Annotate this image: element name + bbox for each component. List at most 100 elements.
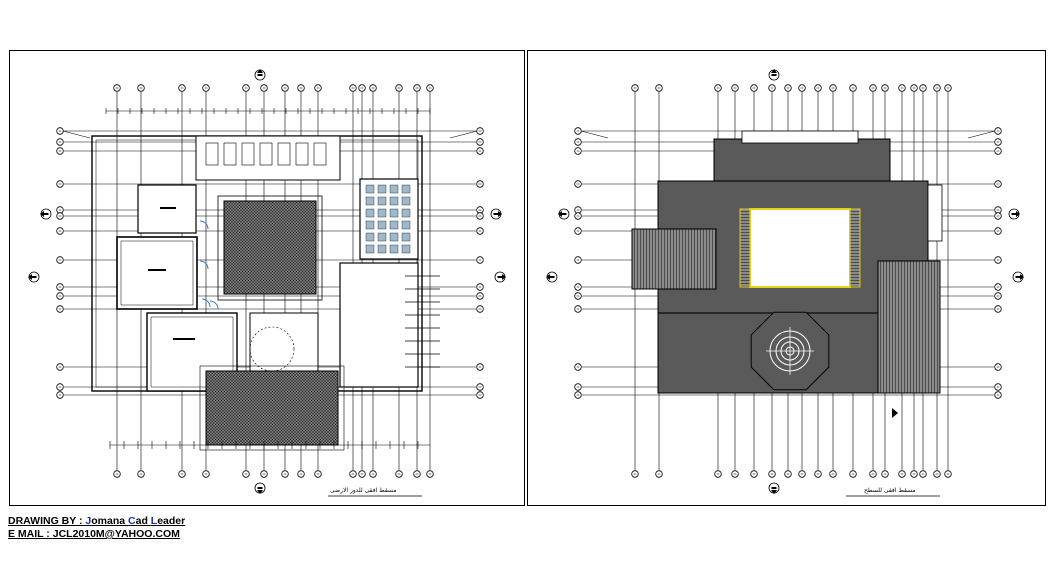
roof-north (713, 138, 891, 188)
fixture (389, 196, 399, 206)
fixture (365, 244, 375, 254)
author-initial-j: J (85, 515, 92, 527)
email-address[interactable]: JCL2010M@YAHOO.COM (52, 528, 180, 540)
ground-floor-plan-sheet: مسقط افقى للدور الارضى (9, 50, 525, 506)
hall-south (249, 312, 319, 374)
fixture (389, 220, 399, 230)
wc-stall (277, 142, 291, 166)
courtyard-opening (749, 208, 851, 288)
fixture (401, 244, 411, 254)
room-tag (173, 338, 195, 340)
fixture (389, 184, 399, 194)
fixture (377, 220, 387, 230)
section-marker-bar (493, 213, 499, 215)
fixture (377, 196, 387, 206)
north-wing (195, 135, 341, 181)
section-marker-bar (257, 74, 263, 76)
author-initial-c: C (128, 515, 136, 527)
fixture (401, 196, 411, 206)
north-arrow-icon (558, 211, 562, 217)
section-marker-bar (561, 213, 567, 215)
north-arrow-icon (771, 490, 777, 494)
north-arrow-icon (257, 69, 263, 73)
room-east (339, 262, 419, 388)
wc-stall (295, 142, 309, 166)
roof-drain-marker (892, 408, 898, 418)
section-marker-bar (1015, 276, 1021, 278)
fixture (401, 184, 411, 194)
roof-west-canopy (631, 228, 717, 290)
door-swing (199, 220, 209, 230)
roof-parapet-north (741, 130, 859, 144)
courtyard-edge-west (739, 208, 751, 288)
roof-plan-caption: مسقط افقى للسطح (864, 487, 916, 494)
email-line: E MAIL : JCL2010M@YAHOO.COM (8, 528, 185, 541)
section-marker-bar (1011, 213, 1017, 215)
courtyard-border (217, 195, 323, 301)
north-arrow-icon (1016, 211, 1020, 217)
south-porch (205, 370, 339, 446)
fixture (365, 208, 375, 218)
door-swing (199, 260, 209, 270)
room-west (116, 236, 198, 310)
fixture (365, 232, 375, 242)
fixture (389, 244, 399, 254)
fixture (377, 244, 387, 254)
fixture (377, 208, 387, 218)
grid-leader-line (967, 130, 996, 139)
fixture (389, 232, 399, 242)
drawing-by-label: DRAWING BY : (8, 515, 83, 527)
grid-leader-line (62, 130, 91, 139)
north-arrow-icon (28, 274, 32, 280)
roof-east-gap (927, 184, 943, 242)
room-sw-inner (150, 316, 234, 388)
north-arrow-icon (546, 274, 550, 280)
north-arrow-icon (771, 69, 777, 73)
north-arrow-icon (40, 211, 44, 217)
roof-plan-drawing (546, 69, 1024, 497)
section-marker-bar (549, 276, 555, 278)
hall-dome-outline (249, 326, 295, 372)
fixture (401, 220, 411, 230)
fixture (389, 208, 399, 218)
author-part-2: ad (135, 515, 151, 527)
central-courtyard (223, 200, 317, 295)
courtyard-edge-east (849, 208, 861, 288)
author-initial-l: L (150, 515, 158, 527)
roof-east-canopy (877, 260, 941, 394)
drawing-by-line: DRAWING BY : Jomana Cad Leader (8, 515, 185, 528)
room-tag (160, 207, 176, 209)
drawing-credits: DRAWING BY : Jomana Cad Leader E MAIL : … (8, 515, 185, 541)
email-label: E MAIL : (8, 528, 50, 540)
wc-stall (223, 142, 237, 166)
ground-floor-plan-drawing (28, 69, 506, 497)
section-marker-bar (257, 487, 263, 489)
grid-leader-line (580, 130, 609, 139)
section-marker-bar (43, 213, 49, 215)
north-arrow-icon (1020, 274, 1024, 280)
north-arrow-icon (257, 490, 263, 494)
wc-stall (205, 142, 219, 166)
wc-stall (313, 142, 327, 166)
author-part-1: omana (91, 515, 129, 527)
fixture (365, 196, 375, 206)
wc-stall (259, 142, 273, 166)
ground-floor-plan-caption: مسقط افقى للدور الارضى (330, 487, 397, 494)
fixture (377, 184, 387, 194)
fixture (377, 232, 387, 242)
roof-plan-sheet: مسقط افقى للسطح (527, 50, 1046, 506)
fixture (365, 184, 375, 194)
author-part-3: eader (157, 515, 186, 527)
south-porch-border (199, 365, 345, 451)
section-marker-bar (771, 487, 777, 489)
fixture (365, 220, 375, 230)
north-arrow-icon (498, 211, 502, 217)
door-swing (201, 298, 211, 308)
grid-leader-line (449, 130, 478, 139)
fixture (401, 208, 411, 218)
room-west-inner (120, 240, 194, 306)
section-marker-bar (31, 276, 37, 278)
fixture (401, 232, 411, 242)
section-marker-bar (771, 74, 777, 76)
north-arrow-icon (502, 274, 506, 280)
